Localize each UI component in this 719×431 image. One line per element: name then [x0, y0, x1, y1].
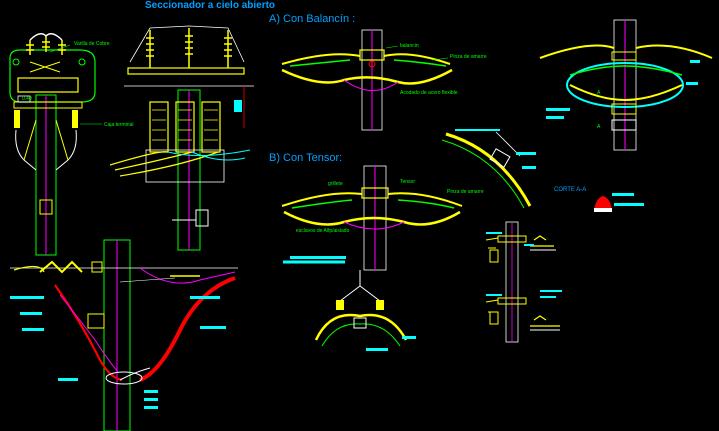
mark-a2: A — [597, 124, 601, 130]
mark-a: A — [597, 90, 601, 96]
corte-label: CORTE A-A — [554, 187, 586, 193]
pole-left-front: 0.40 Varilla de Cobre Caja terminal — [9, 33, 133, 256]
tensor-v-detail — [283, 260, 408, 347]
pinza-a-label: Pinza de amarre — [450, 54, 487, 60]
crossarm — [127, 67, 245, 75]
dim-040-label: 0.40 — [22, 96, 32, 102]
section-a-title: A) Con Balancín : — [269, 13, 355, 25]
pinza-b-label: Pinza de amarre — [447, 189, 484, 195]
transformer-box — [17, 77, 79, 93]
balancin-assembly: balancin Pinza de amarre Acodado de acer… — [281, 29, 487, 131]
oval-assembly: A A — [539, 19, 713, 151]
esclavos-label: esclavos de Alfp/aislado — [296, 228, 350, 234]
small-pole-details — [485, 221, 560, 343]
grillete-label: grillete — [328, 181, 343, 187]
red-cable — [139, 276, 236, 382]
tensor-label: Tensor — [400, 179, 415, 185]
caja-label: Caja terminal — [104, 122, 133, 128]
pole-bottom-left — [10, 239, 238, 431]
drawing-title: Seccionador a cielo abierto — [145, 0, 275, 11]
acodado-label: Acodado de acero flexible — [400, 90, 458, 96]
pole-middle-side — [109, 25, 254, 251]
section-b-title: B) Con Tensor: — [269, 152, 342, 164]
corte-aa: CORTE A-A — [554, 187, 612, 212]
tensor-assembly: grillete Tensor Pinza de amarre esclavos… — [281, 165, 484, 271]
annotation-bars — [10, 60, 700, 409]
curved-cable-detail — [441, 129, 532, 209]
cabinet-outline — [9, 49, 96, 103]
varilla-label: Varilla de Cobre — [74, 41, 110, 47]
dim-box — [17, 95, 31, 103]
balancin-label: balancin — [400, 43, 419, 49]
